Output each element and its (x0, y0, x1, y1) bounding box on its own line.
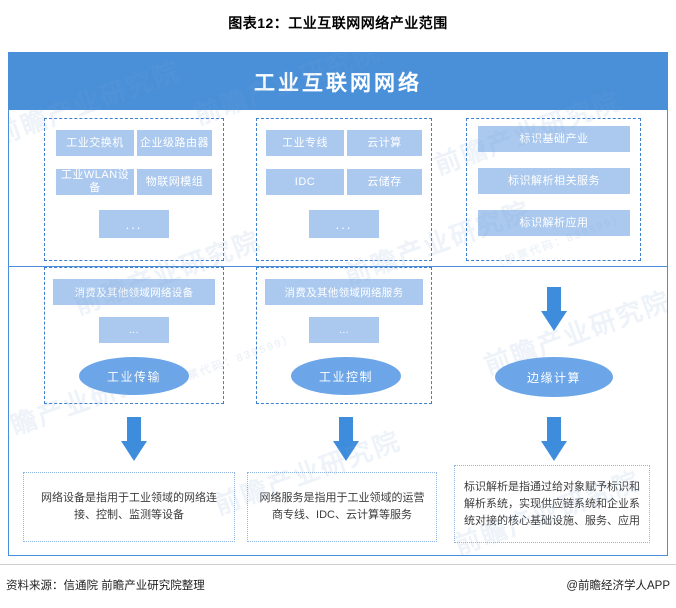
item-more-consumer-equipment[interactable]: ... (99, 317, 169, 343)
item-industrial-switch[interactable]: 工业交换机 (56, 130, 134, 156)
arrow-down-icon-identifier (541, 287, 567, 331)
group-consumer-service (256, 267, 432, 404)
upper-zone: 工业交换机 企业级路由器 工业WLAN设备 物联网模组 ... 工业专线 云计算… (9, 110, 667, 267)
group-network-service (256, 118, 432, 261)
item-identifier-related-service[interactable]: 标识解析相关服务 (478, 168, 630, 194)
footer-source: 资料来源：信通院 前瞻产业研究院整理 (6, 580, 205, 592)
description-network-equipment: 网络设备是指用于工业领域的网络连接、控制、监测等设备 (23, 472, 235, 542)
group-network-equipment (44, 118, 224, 261)
item-enterprise-router[interactable]: 企业级路由器 (137, 130, 212, 156)
node-industrial-transmission[interactable]: 工业传输 (79, 357, 189, 395)
arrow-down-icon-edge (541, 417, 567, 461)
page-title: 图表12：工业互联网网络产业范围 (228, 15, 448, 31)
arrow-down-icon-equipment (121, 417, 147, 461)
description-network-service: 网络服务是指用于工业领域的运营商专线、IDC、云计算等服务 (247, 472, 437, 542)
footer-brand: @前瞻经济学人APP (566, 580, 670, 592)
item-idc[interactable]: IDC (266, 169, 344, 195)
diagram-canvas: 前瞻产业研究院 前瞻产业研究院 前瞻产业研究院 前瞻产业研究院 前瞻产业研究院 … (8, 52, 668, 556)
item-consumer-other-network-service[interactable]: 消费及其他领域网络服务 (265, 279, 423, 305)
item-industrial-wlan[interactable]: 工业WLAN设备 (56, 169, 134, 195)
item-more-service[interactable]: ... (309, 210, 379, 238)
node-edge-computing[interactable]: 边缘计算 (495, 357, 613, 397)
group-consumer-equipment (44, 267, 224, 404)
arrow-down-icon-service (333, 417, 359, 461)
item-cloud-storage[interactable]: 云储存 (347, 169, 422, 195)
diagram-header-bar: 工业互联网网络 (9, 53, 667, 110)
group-identifier-resolution (466, 118, 641, 261)
item-cloud-computing[interactable]: 云计算 (347, 130, 422, 156)
item-identifier-application[interactable]: 标识解析应用 (478, 210, 630, 236)
item-consumer-other-network-equipment[interactable]: 消费及其他领域网络设备 (53, 279, 215, 305)
item-iot-module[interactable]: 物联网模组 (137, 169, 212, 195)
item-more-consumer-service[interactable]: ... (309, 317, 379, 343)
lower-zone: 消费及其他领域网络设备 ... 消费及其他领域网络服务 ... 工业传输 工业控… (9, 267, 667, 557)
item-more-equipment[interactable]: ... (99, 210, 169, 238)
diagram-header-title: 工业互联网网络 (254, 71, 422, 95)
item-industrial-line[interactable]: 工业专线 (266, 130, 344, 156)
item-identifier-base-industry[interactable]: 标识基础产业 (478, 126, 630, 152)
node-industrial-control[interactable]: 工业控制 (291, 357, 401, 395)
footer: 资料来源：信通院 前瞻产业研究院整理 @前瞻经济学人APP (0, 564, 676, 608)
description-identifier-resolution: 标识解析是指通过给对象赋予标识和解析系统，实现供应链系统和企业系统对接的核心基础… (454, 465, 650, 543)
